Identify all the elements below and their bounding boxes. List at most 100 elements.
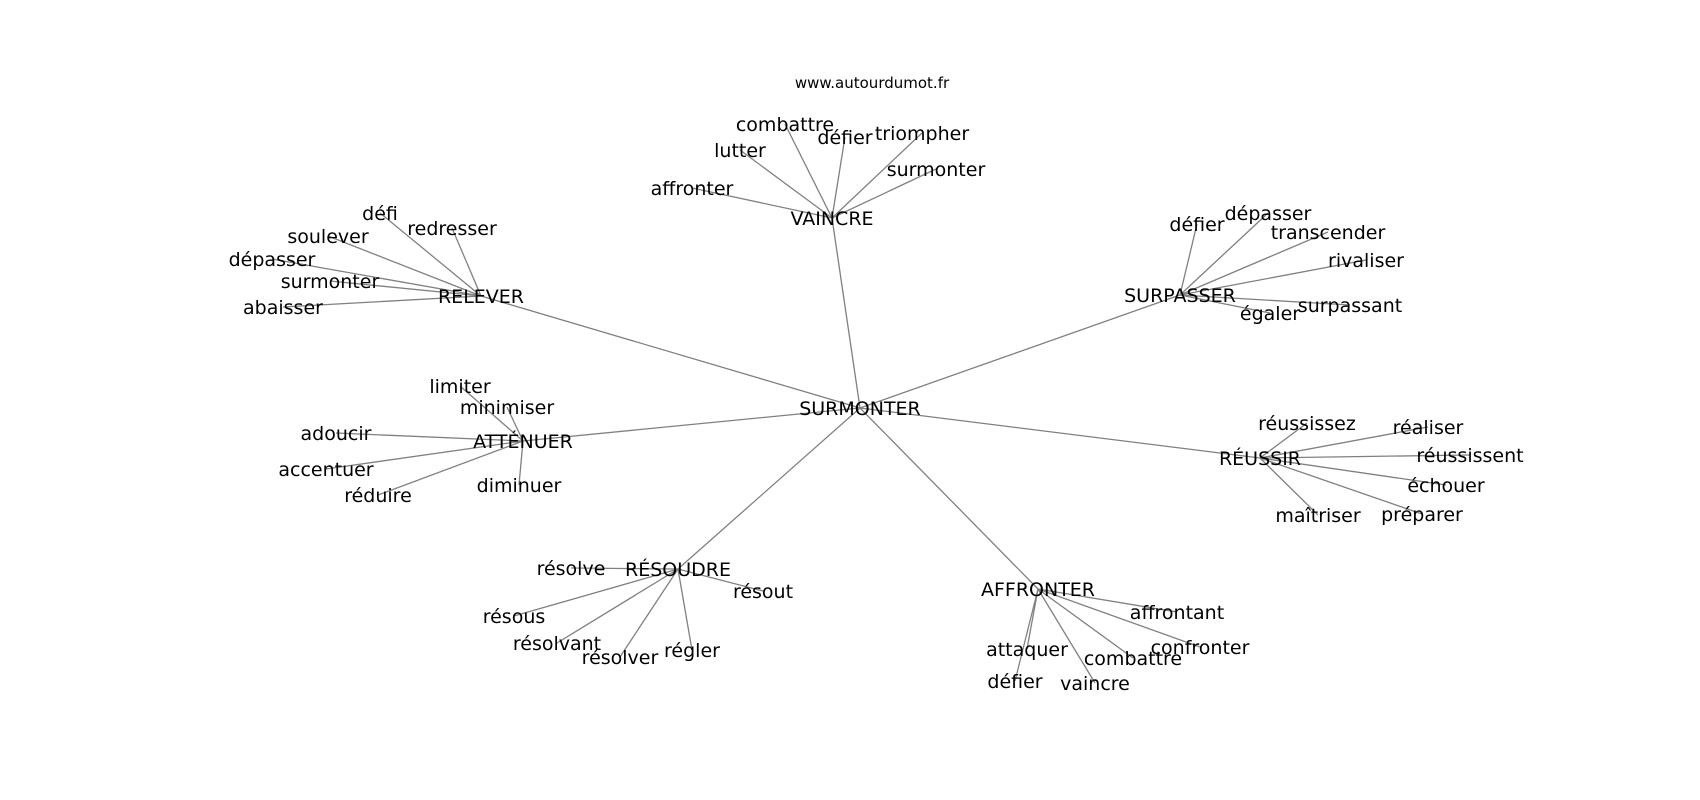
word-node[interactable]: préparer bbox=[1381, 504, 1463, 526]
word-node[interactable]: défi bbox=[362, 203, 398, 225]
group-node[interactable]: ATTÉNUER bbox=[473, 430, 573, 453]
edge-group-4-word-5 bbox=[1259, 457, 1319, 516]
group-node[interactable]: RELEVER bbox=[438, 286, 524, 308]
word-node[interactable]: diminuer bbox=[477, 475, 562, 497]
edge-group-0-word-2 bbox=[831, 132, 923, 219]
word-node[interactable]: combattre bbox=[1084, 648, 1182, 670]
word-node[interactable]: surmonter bbox=[281, 271, 380, 293]
word-node[interactable]: surpassant bbox=[1298, 295, 1402, 317]
word-node[interactable]: accentuer bbox=[278, 459, 373, 481]
word-node[interactable]: transcender bbox=[1271, 222, 1386, 244]
word-node[interactable]: égaler bbox=[1240, 303, 1300, 325]
edge-group-3-word-5 bbox=[518, 440, 524, 486]
edge-center-3 bbox=[522, 407, 861, 442]
source-url[interactable]: www.autourdumot.fr bbox=[795, 74, 950, 92]
edge-center-2 bbox=[859, 294, 1181, 409]
edge-group-2-word-4 bbox=[1179, 294, 1351, 306]
word-node[interactable]: dépasser bbox=[229, 249, 316, 271]
word-node[interactable]: résous bbox=[483, 606, 546, 628]
word-node[interactable]: rivaliser bbox=[1328, 250, 1404, 272]
word-node[interactable]: affronter bbox=[651, 178, 734, 200]
word-node[interactable]: limiter bbox=[429, 376, 490, 398]
word-node[interactable]: adoucir bbox=[301, 423, 372, 445]
edge-group-6-word-3 bbox=[1037, 588, 1096, 684]
group-node[interactable]: SURPASSER bbox=[1124, 285, 1236, 307]
edge-group-2-word-2 bbox=[1179, 231, 1329, 296]
group-node[interactable]: RÉSOUDRE bbox=[625, 558, 731, 581]
edge-group-1-word-4 bbox=[329, 280, 482, 297]
edge-group-5-word-1 bbox=[677, 568, 764, 592]
edge-group-5-word-0 bbox=[570, 567, 679, 570]
word-node[interactable]: réussissent bbox=[1416, 445, 1523, 467]
edge-center-1 bbox=[480, 295, 861, 409]
word-node[interactable]: combattre bbox=[736, 114, 834, 136]
group-node[interactable]: RÉUSSIR bbox=[1219, 447, 1301, 470]
edge-group-1-word-2 bbox=[327, 235, 482, 297]
edge-center-0 bbox=[831, 217, 861, 409]
edge-group-3-word-0 bbox=[459, 385, 524, 442]
edge-group-3-word-3 bbox=[325, 440, 524, 470]
word-node[interactable]: défier bbox=[987, 671, 1042, 693]
word-node[interactable]: lutter bbox=[714, 140, 766, 162]
word-node[interactable]: réussissez bbox=[1258, 413, 1356, 435]
word-node[interactable]: surmonter bbox=[887, 159, 986, 181]
edge-group-1-word-5 bbox=[282, 295, 482, 308]
group-node[interactable]: AFFRONTER bbox=[981, 579, 1095, 601]
edge-group-4-word-4 bbox=[1259, 457, 1423, 515]
edge-group-3-word-1 bbox=[506, 406, 524, 442]
edge-group-3-word-2 bbox=[335, 432, 524, 442]
word-node[interactable]: réduire bbox=[344, 485, 412, 507]
word-node[interactable]: défier bbox=[1169, 214, 1224, 236]
edge-group-4-word-3 bbox=[1259, 457, 1447, 486]
edge-group-4-word-1 bbox=[1259, 426, 1429, 459]
edge-group-1-word-1 bbox=[451, 227, 482, 297]
word-node[interactable]: dépasser bbox=[1225, 203, 1312, 225]
edge-group-2-word-1 bbox=[1179, 212, 1269, 296]
edge-center-4 bbox=[859, 407, 1261, 459]
word-node[interactable]: affrontant bbox=[1130, 602, 1224, 624]
word-node[interactable]: résolve bbox=[537, 558, 606, 580]
center-node[interactable]: SURMONTER bbox=[799, 398, 921, 420]
graph-edges bbox=[271, 123, 1471, 684]
word-node[interactable]: triompher bbox=[875, 123, 969, 145]
group-node[interactable]: VAINCRE bbox=[790, 208, 873, 230]
word-node[interactable]: abaisser bbox=[243, 297, 323, 319]
edge-group-5-word-4 bbox=[619, 568, 679, 658]
edge-group-3-word-4 bbox=[377, 440, 524, 496]
edge-group-6-word-2 bbox=[1037, 588, 1134, 659]
edge-group-0-word-0 bbox=[784, 123, 833, 219]
edge-group-0-word-3 bbox=[739, 149, 833, 219]
edge-group-4-word-2 bbox=[1259, 454, 1471, 459]
edge-group-2-word-3 bbox=[1179, 259, 1367, 296]
word-node[interactable]: résolvant bbox=[513, 633, 601, 655]
edge-group-6-word-4 bbox=[1014, 588, 1039, 682]
word-node[interactable]: minimiser bbox=[460, 397, 554, 419]
word-node[interactable]: résolver bbox=[582, 647, 659, 669]
edge-group-2-word-5 bbox=[1179, 294, 1271, 314]
word-node[interactable]: attaquer bbox=[986, 639, 1068, 661]
word-node[interactable]: confronter bbox=[1151, 637, 1250, 659]
edge-group-6-word-0 bbox=[1037, 588, 1178, 613]
edge-group-5-word-2 bbox=[513, 568, 679, 617]
edge-group-5-word-5 bbox=[677, 568, 693, 651]
word-node[interactable]: redresser bbox=[407, 218, 497, 240]
word-node[interactable]: échouer bbox=[1407, 475, 1485, 497]
edge-group-5-word-3 bbox=[556, 568, 679, 644]
word-node[interactable]: réaliser bbox=[1393, 417, 1464, 439]
word-node[interactable]: régler bbox=[664, 640, 720, 662]
edge-group-1-word-3 bbox=[271, 258, 482, 297]
edge-group-0-word-4 bbox=[831, 168, 937, 219]
edge-group-1-word-0 bbox=[379, 212, 482, 297]
edge-center-5 bbox=[677, 407, 861, 570]
word-node[interactable]: défier bbox=[817, 127, 872, 149]
word-node[interactable]: résout bbox=[733, 581, 793, 603]
word-node[interactable]: maîtriser bbox=[1275, 505, 1361, 527]
word-node[interactable]: vaincre bbox=[1060, 673, 1130, 695]
edge-center-6 bbox=[859, 407, 1039, 590]
word-node[interactable]: soulever bbox=[287, 226, 368, 248]
edge-group-6-word-5 bbox=[1026, 588, 1039, 650]
edge-group-4-word-0 bbox=[1259, 422, 1308, 459]
edge-group-6-word-1 bbox=[1037, 588, 1201, 648]
